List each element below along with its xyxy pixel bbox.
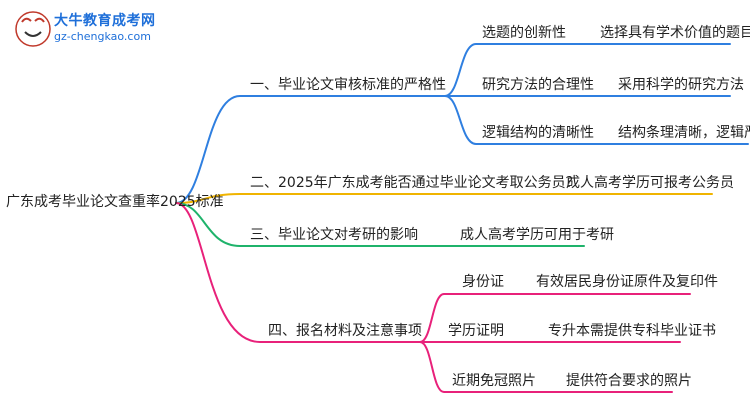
connector-b1-child-3: [444, 95, 581, 145]
branch-4-child-2: 学历证明: [448, 323, 504, 339]
branch-4-child-1: 身份证: [462, 274, 504, 290]
branch-4-leaf-3: 提供符合要求的照片: [566, 373, 692, 389]
connector-b4-child-3: [419, 341, 521, 393]
branch-1-child-1: 选题的创新性: [482, 25, 566, 41]
branch-1-child-2: 研究方法的合理性: [482, 77, 594, 93]
branch-1-leaf-1: 选择具有学术价值的题目: [600, 25, 750, 41]
branch-4-leaf-2: 专升本需提供专科毕业证书: [548, 323, 716, 339]
branch-2-label: 二、2025年广东成考能否通过毕业论文考取公务员？: [250, 175, 580, 191]
connector-b1-child-1: [444, 43, 581, 97]
branch-2-leaf: 成人高考学历可报考公务员: [566, 175, 734, 191]
branch-1-child-3: 逻辑结构的清晰性: [482, 125, 594, 141]
logo-url: gz-chengkao.com: [54, 30, 151, 43]
branch-3-leaf: 成人高考学历可用于考研: [460, 227, 614, 243]
branch-1-label: 一、毕业论文审核标准的严格性: [250, 77, 446, 93]
branch-3-label: 三、毕业论文对考研的影响: [250, 227, 418, 243]
branch-4-child-3: 近期免冠照片: [452, 373, 536, 389]
connector-lines: [175, 43, 749, 393]
bull-logo-icon: [15, 11, 51, 47]
branch-1-leaf-3: 结构条理清晰，逻辑严谨: [618, 125, 750, 141]
connector-branch-3: [175, 202, 437, 247]
connector-branch-4: [175, 202, 421, 343]
logo-name: 大牛教育成考网: [54, 13, 156, 29]
branch-4-label: 四、报名材料及注意事项: [268, 323, 422, 339]
connector-branch-1: [175, 95, 446, 204]
connector-branch-2: [175, 193, 541, 204]
root-topic: 广东成考毕业论文查重率2025标准: [6, 194, 224, 210]
connector-b4-child-1: [419, 293, 521, 343]
branch-4-leaf-1: 有效居民身份证原件及复印件: [536, 274, 718, 290]
branch-1-leaf-2: 采用科学的研究方法: [618, 77, 744, 93]
site-logo[interactable]: 大牛教育成考网 gz-chengkao.com: [14, 8, 174, 52]
